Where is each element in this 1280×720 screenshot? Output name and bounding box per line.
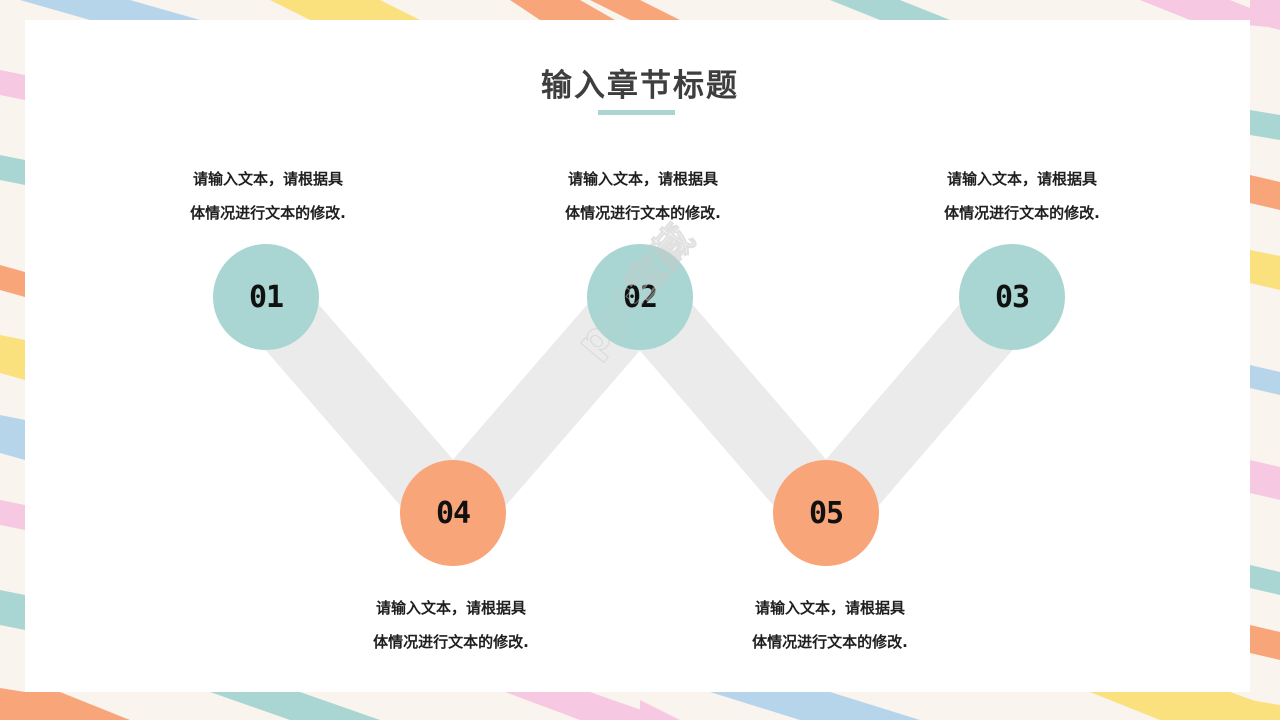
description-line-2: 体情况进行文本的修改. — [373, 633, 529, 651]
description-line-1: 请输入文本，请根据具 — [946, 170, 1097, 188]
description-line-2: 体情况进行文本的修改. — [944, 204, 1100, 222]
description-line-1: 请输入文本，请根据具 — [192, 170, 343, 188]
step-description-03: 请输入文本，请根据具 体情况进行文本的修改. — [902, 162, 1142, 230]
description-line-1: 请输入文本，请根据具 — [375, 599, 526, 617]
description-line-2: 体情况进行文本的修改. — [752, 633, 908, 651]
step-number: 01 — [248, 279, 284, 315]
content-panel — [25, 20, 1250, 692]
description-line-1: 请输入文本，请根据具 — [754, 599, 905, 617]
step-node-03: 03 — [959, 244, 1065, 350]
step-node-04: 04 — [400, 460, 506, 566]
step-number: 03 — [994, 279, 1030, 315]
step-description-05: 请输入文本，请根据具 体情况进行文本的修改. — [710, 591, 950, 659]
title-underline — [598, 110, 675, 115]
step-node-05: 05 — [773, 460, 879, 566]
step-description-01: 请输入文本，请根据具 体情况进行文本的修改. — [148, 162, 388, 230]
step-node-02: 02 — [587, 244, 693, 350]
step-description-02: 请输入文本，请根据具 体情况进行文本的修改. — [523, 162, 763, 230]
step-number: 05 — [808, 495, 844, 531]
description-line-2: 体情况进行文本的修改. — [190, 204, 346, 222]
description-line-2: 体情况进行文本的修改. — [565, 204, 721, 222]
step-description-04: 请输入文本，请根据具 体情况进行文本的修改. — [331, 591, 571, 659]
step-number: 04 — [435, 495, 471, 531]
step-number: 02 — [622, 279, 658, 315]
section-title: 输入章节标题 — [541, 68, 739, 104]
description-line-1: 请输入文本，请根据具 — [567, 170, 718, 188]
step-node-01: 01 — [213, 244, 319, 350]
